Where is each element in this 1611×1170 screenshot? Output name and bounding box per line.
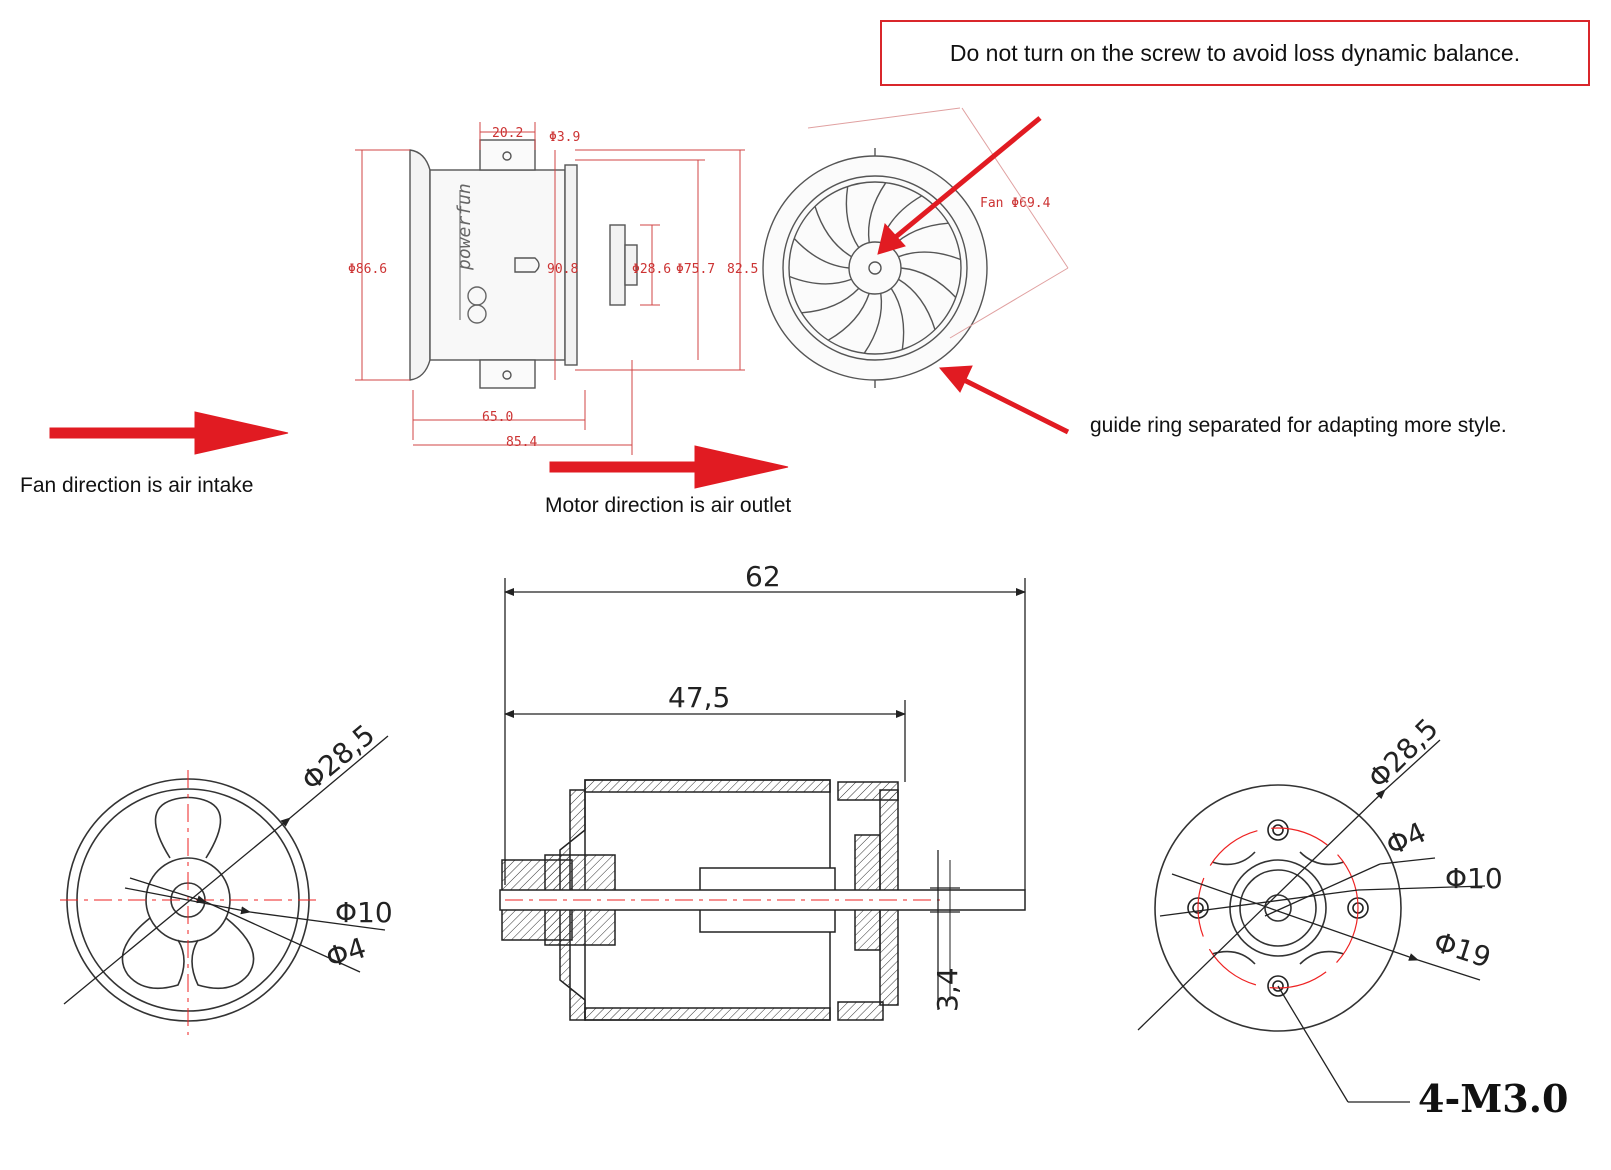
front-dim-10: Φ10 — [335, 896, 393, 929]
fan-blade — [890, 287, 905, 350]
motor-front-leaders — [63, 735, 389, 1005]
guide-ring-caption: guide ring separated for adapting more s… — [1090, 414, 1507, 437]
motor-front-centerlines — [60, 770, 320, 1035]
motor-rear-screws — [1187, 819, 1369, 997]
dim-90-8: 90.8 — [547, 262, 578, 277]
fan-blade — [845, 186, 860, 249]
dim-shaft-3-4: 3,4 — [931, 967, 964, 1012]
fan-blade — [867, 182, 887, 243]
screw-warning-text: Do not turn on the screw to avoid loss d… — [949, 39, 1521, 66]
dim-65-0: 65.0 — [482, 410, 513, 425]
fan-intake-arrow — [49, 411, 289, 455]
brand-logo-text: powerfun — [454, 183, 475, 271]
fan-blade — [827, 293, 870, 341]
screw-spec-label: 4-M3.0 — [1418, 1076, 1568, 1121]
guide-ring-arrow — [938, 365, 973, 393]
fan-blade — [793, 238, 850, 269]
edf-dimension-lines — [355, 122, 745, 455]
fan-blade — [789, 275, 852, 285]
dim-3-9: Φ3.9 — [549, 130, 580, 145]
dim-20-2: 20.2 — [492, 126, 523, 141]
dim-body-length: 47,5 — [668, 681, 730, 714]
dim-82-5: 82.5 — [727, 262, 758, 277]
fan-blade — [863, 293, 883, 354]
dim-85-4: 85.4 — [506, 435, 537, 450]
dim-total-length: 62 — [745, 560, 781, 593]
dim-86-6: Φ86.6 — [348, 262, 387, 277]
fan-blade — [898, 278, 936, 330]
red-annotation-arrows — [49, 116, 1070, 489]
motor-rear-leaders — [1137, 739, 1486, 1103]
motor-outlet-arrow — [549, 445, 789, 489]
fan-blade — [900, 267, 957, 298]
screw-warning-arrow — [877, 222, 906, 255]
dim-fan-69-4: Fan Φ69.4 — [980, 196, 1051, 211]
rear-dim-10: Φ10 — [1445, 862, 1503, 895]
edf-front-view — [762, 148, 988, 388]
rear-dim-28-5: Φ28,5 — [1362, 712, 1445, 795]
edf-side-view — [409, 139, 638, 389]
fan-diameter-guide — [807, 107, 1069, 339]
fan-blade — [814, 206, 852, 258]
screw-warning-note: Do not turn on the screw to avoid loss d… — [880, 20, 1590, 86]
dim-28-6: Φ28.6 — [632, 262, 671, 277]
edf-dimension-labels: Φ86.6 20.2 Φ3.9 90.8 Φ28.6 Φ75.7 82.5 65… — [348, 126, 1051, 450]
fan-blade — [801, 287, 860, 314]
fan-direction-caption: Fan direction is air intake — [20, 474, 254, 497]
front-dim-28-5: Φ28,5 — [295, 718, 381, 798]
front-dim-4: Φ4 — [322, 931, 370, 975]
fan-blade — [898, 251, 961, 261]
motor-rear-view — [1154, 784, 1402, 1032]
dim-75-7: Φ75.7 — [676, 262, 715, 277]
motor-side-dims — [504, 578, 1026, 1010]
motor-direction-caption: Motor direction is air outlet — [545, 494, 792, 517]
bolt-circle — [1197, 827, 1359, 989]
